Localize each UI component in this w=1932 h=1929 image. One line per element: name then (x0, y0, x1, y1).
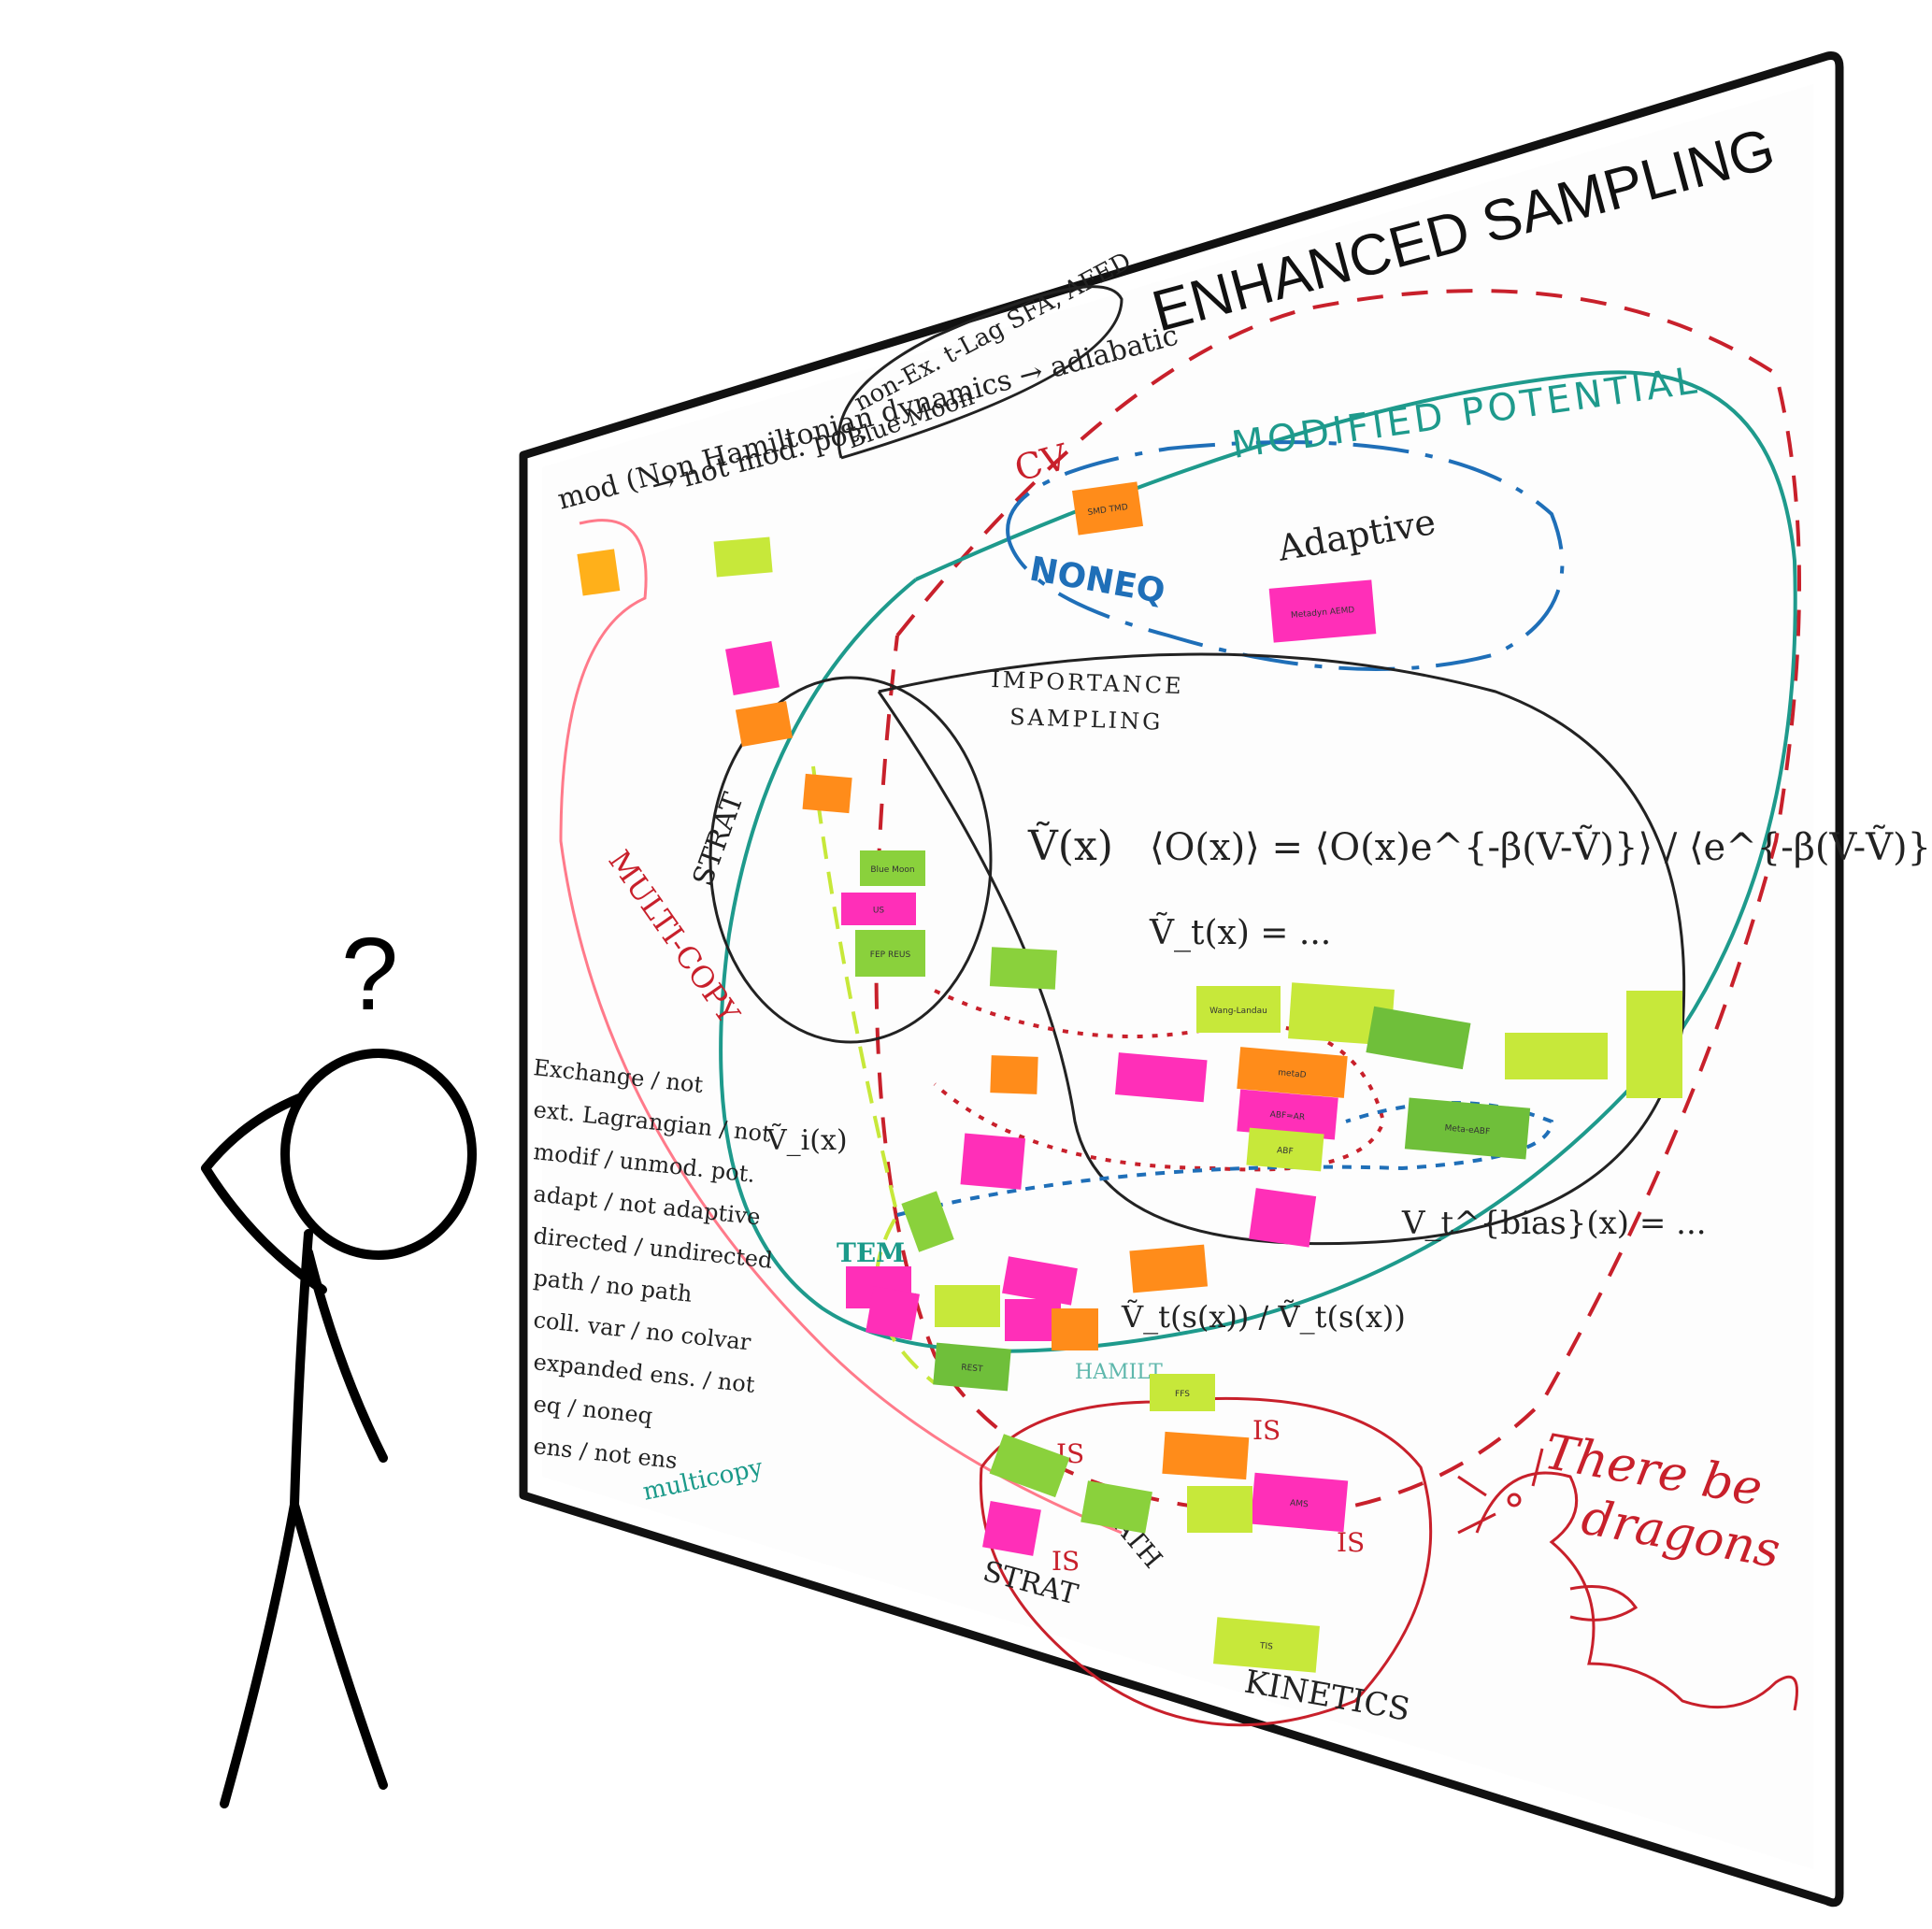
sticky-note-paper (841, 893, 916, 925)
sticky-note-label: TIS (1258, 1641, 1273, 1651)
multi-copy-outline (559, 519, 1123, 1535)
stick-figure-torso (290, 1229, 313, 1509)
sticky-note-label: FFS (1175, 1390, 1190, 1399)
sticky-note-paper (933, 1342, 1011, 1392)
sticky-note-paper (1246, 1127, 1324, 1172)
sticky-note-label: FEP REUS (870, 950, 911, 960)
sticky-note: US (841, 893, 916, 925)
sticky-note: Meta-eABF (1404, 1097, 1531, 1160)
sticky-note: ABF=AR (1237, 1089, 1338, 1140)
sticky-note-label: Meta-eABF (1444, 1123, 1490, 1136)
question-mark: ? (341, 917, 398, 1032)
sticky-note-label: US (873, 907, 885, 916)
equations: Ṽ(x) ⟨O(x)⟩ = ⟨O(x)e^{-β(V-Ṽ)}⟩ / ⟨e^{-β… (766, 821, 1932, 1335)
sticky-notes-unlabeled (577, 536, 1682, 1556)
stick-figure-right-leg (290, 1500, 388, 1790)
sticky-note: ABF (1246, 1127, 1324, 1172)
sticky-note-paper (1237, 1047, 1348, 1098)
dragon-body (1475, 1471, 1798, 1711)
sticky-note-label: metaD (1278, 1068, 1307, 1080)
whiteboard-surface (542, 84, 1813, 1869)
sticky-note-paper (1213, 1617, 1320, 1673)
sticky-note-paper (855, 930, 925, 977)
equation-vbias: V_t^{bias}(x) = ... (1401, 1205, 1707, 1242)
cv-region-outline (874, 289, 1801, 1517)
dragon-wing (1569, 1585, 1639, 1622)
adaptive-outline (1006, 440, 1565, 671)
sticky-note-label: Blue Moon (870, 865, 914, 875)
lime-dashed-outline (811, 765, 937, 1385)
equation-ratio: Ṽ_t(s(x)) / Ṽ_t(s(x)) (1121, 1299, 1406, 1335)
blue-dotted-band (896, 1101, 1554, 1217)
sticky-note-label: Wang-Landau (1209, 1007, 1267, 1016)
sticky-note-label: ABF (1277, 1146, 1294, 1156)
sticky-note-label: AMS (1290, 1499, 1309, 1510)
label-is-4: IS (1337, 1527, 1365, 1558)
dragon-doodle (1457, 1448, 1798, 1711)
label-is-2: IS (1052, 1546, 1080, 1577)
sticky-note: FFS (1150, 1374, 1215, 1411)
sticky-note: SMD TMD (1072, 481, 1143, 536)
sticky-note: TIS (1213, 1617, 1320, 1673)
sticky-note-paper (860, 850, 925, 886)
label-hamilt: HAMILT (1075, 1361, 1163, 1384)
label-is-3: IS (1252, 1415, 1281, 1446)
equation-average: ⟨O(x)⟩ = ⟨O(x)e^{-β(V-Ṽ)}⟩ / ⟨e^{-β(V-Ṽ)… (1150, 825, 1932, 869)
stick-figure-arm-raised (201, 1093, 327, 1294)
equation-vtilde: Ṽ(x) (1027, 821, 1113, 870)
sticky-note-paper (1268, 579, 1377, 643)
sticky-note: Metadyn AEMD (1268, 579, 1377, 643)
modified-potential-outline (719, 370, 1797, 1353)
sticky-note-paper (1150, 1374, 1215, 1411)
equation-vi: Ṽ_i(x) (766, 1123, 848, 1157)
top-note-bubble (837, 285, 1123, 460)
whiteboard (519, 51, 1844, 1908)
sticky-note-paper (1237, 1089, 1338, 1140)
dragon-eye (1507, 1493, 1522, 1507)
sticky-note-paper (1404, 1097, 1531, 1160)
sticky-note: metaD (1237, 1047, 1348, 1098)
sticky-note-paper (1072, 481, 1143, 536)
strat-top-circle (708, 676, 993, 1044)
stick-figure-arm-lowered (304, 1248, 388, 1463)
importance-sampling-outline (877, 652, 1686, 1246)
label-temp: TEM (837, 1237, 905, 1268)
dragon-whiskers (1457, 1448, 1544, 1535)
stick-figure-head (280, 1049, 477, 1260)
region-curves (559, 289, 1801, 1727)
equation-vt: Ṽ_t(x) = ... (1149, 912, 1331, 952)
stick-figure-left-leg (220, 1500, 299, 1808)
sticky-note: REST (933, 1342, 1011, 1392)
sticky-note-paper (1196, 986, 1281, 1033)
sticky-note: FEP REUS (855, 930, 925, 977)
sticky-note: AMS (1250, 1472, 1349, 1533)
sticky-note: Wang-Landau (1196, 986, 1281, 1033)
sticky-note-label: ABF=AR (1269, 1110, 1305, 1122)
sticky-note: Blue Moon (860, 850, 925, 886)
sticky-note-paper (1250, 1472, 1349, 1533)
stick-figure (201, 1049, 477, 1808)
sticky-note-label: REST (961, 1364, 983, 1375)
label-importance-2: SAMPLING (1009, 704, 1164, 736)
